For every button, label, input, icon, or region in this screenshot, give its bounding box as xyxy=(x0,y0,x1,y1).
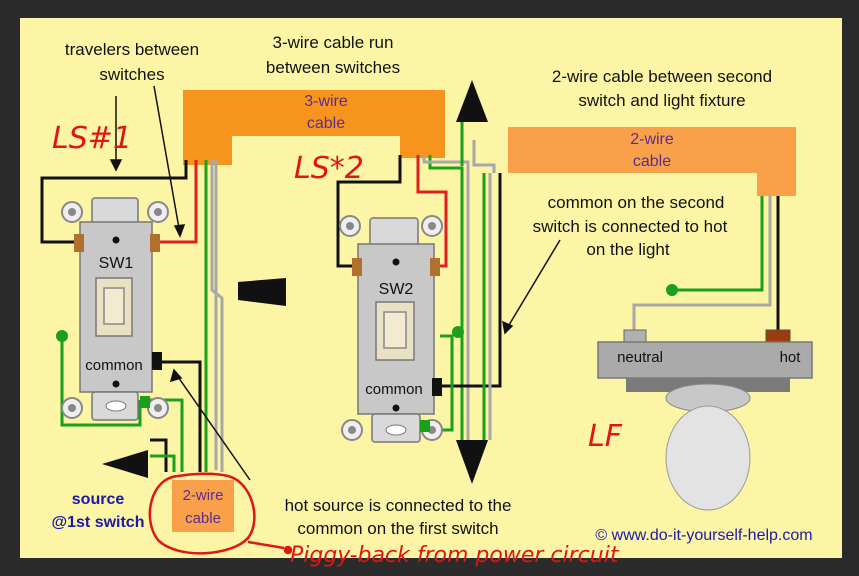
run-label-line2: between switches xyxy=(266,58,400,77)
common-second-line3: on the light xyxy=(586,240,669,259)
travelers-label-line1: travelers between xyxy=(65,40,199,59)
wire-sw2-red-traveler xyxy=(416,155,448,268)
common-second-line1: common on the second xyxy=(548,193,725,212)
source-label-line2: @1st switch xyxy=(52,514,145,531)
wire-sw1-common-black xyxy=(160,360,202,472)
common-second-line2: switch is connected to hot xyxy=(533,217,728,236)
ground-dot-sw1 xyxy=(56,330,68,342)
wire-sw1-red-traveler xyxy=(156,160,198,244)
hot-label: hot xyxy=(780,349,802,366)
handwritten-piggy: Piggy-back from power circuit xyxy=(290,543,620,568)
wire-sw1-green xyxy=(60,338,142,427)
wire-light-gray xyxy=(632,196,772,330)
switch-sw2: SW2 common xyxy=(339,215,443,443)
ground-dot-sw2 xyxy=(452,326,464,338)
two-wire-cable-top: 2-wire cable xyxy=(508,127,796,196)
copyright: © www.do-it-yourself-help.com xyxy=(595,527,812,544)
run-label-line1: 3-wire cable run xyxy=(273,33,394,52)
sw2-label: SW2 xyxy=(379,281,414,298)
source-cable-label-line1: 2-wire xyxy=(183,487,224,504)
handwritten-lf: LF xyxy=(588,419,623,454)
wire-sw2-to-conn xyxy=(472,140,496,173)
wire-to-source-conn-green xyxy=(150,454,176,472)
neutral-label: neutral xyxy=(617,349,663,366)
handwritten-circle xyxy=(148,472,293,555)
annotation-arrows xyxy=(109,85,561,481)
source-label-line1: source xyxy=(72,491,125,508)
cable3-label-line1: 3-wire xyxy=(304,93,348,110)
wire-sw2-gray xyxy=(422,155,470,440)
three-wire-cable: 3-wire cable xyxy=(183,90,445,165)
source-cable: 2-wire cable xyxy=(172,480,234,532)
sw1-common-label: common xyxy=(85,357,143,374)
handwritten-ls1: LS#1 xyxy=(52,121,132,156)
connectors xyxy=(102,80,488,484)
two-wire-top-label-line1: 2-wire cable between second xyxy=(552,67,772,86)
wire-nut-source xyxy=(102,450,148,478)
sw2-common-label: common xyxy=(365,381,423,398)
travelers-label-line2: switches xyxy=(99,65,164,84)
wire-sw1-black-traveler xyxy=(40,160,188,244)
switch-sw1: SW1 common xyxy=(61,197,169,421)
wire-nut-middle xyxy=(238,278,286,306)
wire-nut-top xyxy=(456,80,488,122)
wire-sw2-black-traveler xyxy=(336,155,402,268)
wire-to-source-conn xyxy=(150,438,168,472)
cable2-label-line1: 2-wire xyxy=(630,131,674,148)
handwritten-ls2: LS*2 xyxy=(294,151,364,186)
sw1-label: SW1 xyxy=(99,255,134,272)
wire-nut-bottom xyxy=(456,440,488,484)
two-wire-top-label-line2: switch and light fixture xyxy=(578,91,745,110)
light-fixture: neutral hot xyxy=(597,329,813,511)
wires xyxy=(40,120,780,472)
cable2-label-line2: cable xyxy=(633,153,671,170)
hot-source-line1: hot source is connected to the xyxy=(285,496,512,515)
text-labels: travelers between switches 3-wire cable … xyxy=(65,33,772,538)
source-cable-label-line2: cable xyxy=(185,510,221,527)
handwritten-notes: LS#1 LS*2 LF Piggy-back from power circu… xyxy=(52,121,623,568)
hot-source-line2: common on the first switch xyxy=(297,519,498,538)
cable3-label-line2: cable xyxy=(307,115,345,132)
wire-sw2-common-black xyxy=(440,173,502,388)
wire-light-green xyxy=(672,196,764,292)
ground-dot-light xyxy=(666,284,678,296)
